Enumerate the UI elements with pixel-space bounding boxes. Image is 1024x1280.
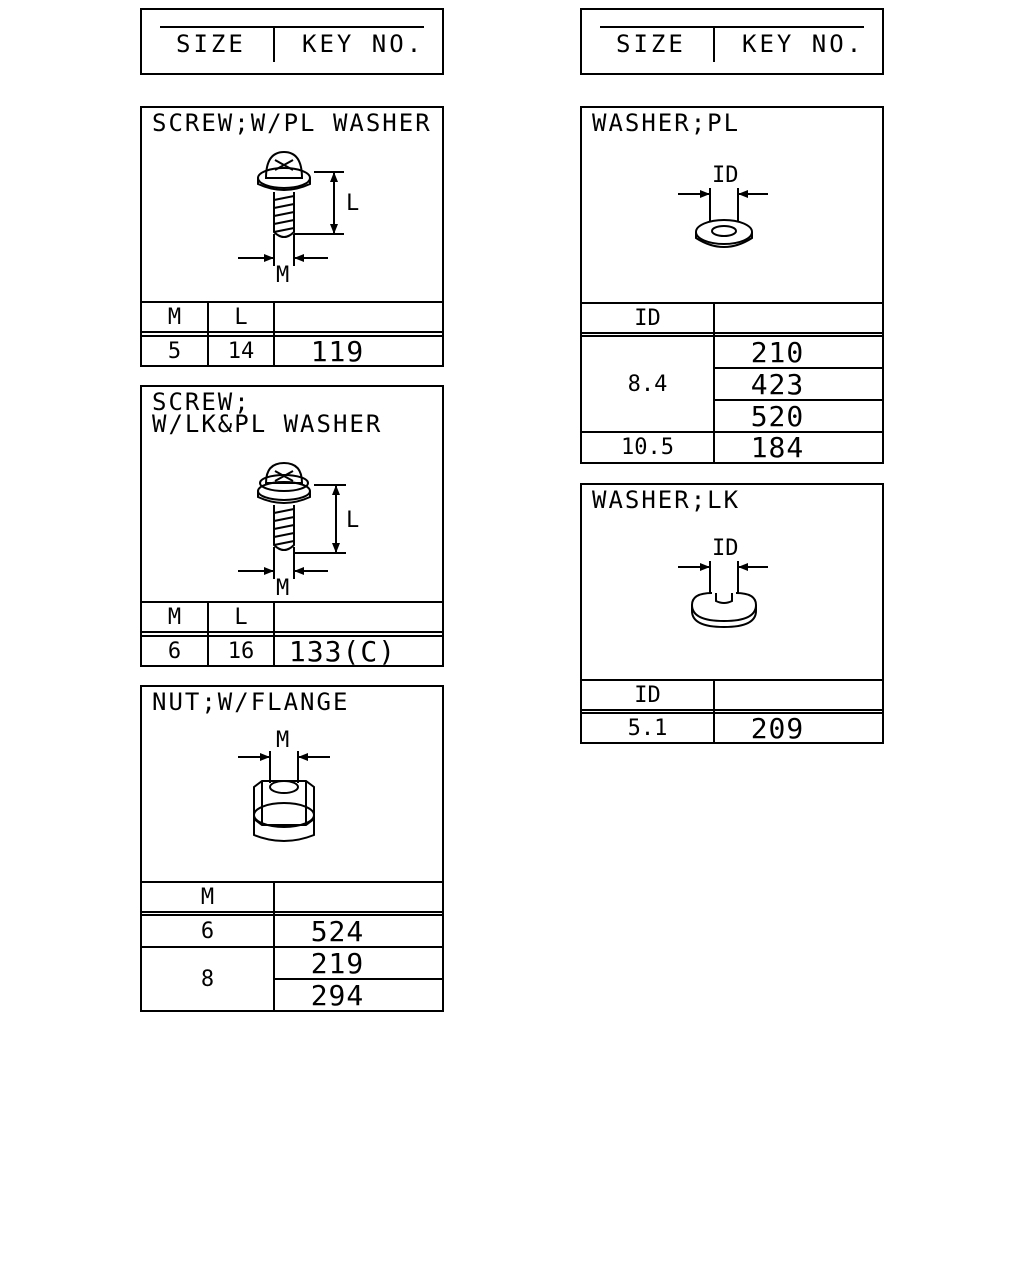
panel-title: SCREW;W/PL WASHER xyxy=(152,109,432,137)
table-header-rule xyxy=(142,631,442,633)
dim-id-label: ID xyxy=(712,536,739,561)
size-label: SIZE xyxy=(616,30,686,58)
header-rule xyxy=(160,26,424,28)
key-no-label: KEY NO. xyxy=(742,30,865,58)
row-rule xyxy=(582,431,882,433)
key-no-value: 133(C) xyxy=(288,634,397,668)
col-divider xyxy=(273,601,275,665)
m-value: 8 xyxy=(200,966,215,992)
panel-title: WASHER;LK xyxy=(592,486,741,514)
m-value: 6 xyxy=(167,638,182,664)
header-rule xyxy=(600,26,864,28)
right-size-key-header: SIZE KEY NO. xyxy=(580,8,884,75)
table-top-rule xyxy=(582,302,882,304)
col-l-header: L xyxy=(234,604,248,630)
id-value: 5.1 xyxy=(627,715,668,741)
key-no-value: 119 xyxy=(310,334,365,368)
key-no-value: 184 xyxy=(750,431,805,464)
table-header-rule xyxy=(142,911,442,913)
screw-pl-washer-panel: SCREW;W/PL WASHER L M M L 5 14 119 xyxy=(140,106,444,368)
nut-flange-panel: NUT;W/FLANGE M M 6 524 8 219 294 xyxy=(140,685,444,1012)
table-header-rule xyxy=(142,331,442,333)
m-value: 6 xyxy=(200,918,215,944)
key-no-label: KEY NO. xyxy=(302,30,425,58)
col-m-header: M xyxy=(167,604,182,630)
dim-m-label: M xyxy=(276,728,289,753)
table-header-rule-2 xyxy=(582,712,882,714)
panel-title: NUT;W/FLANGE xyxy=(152,688,350,716)
key-no-value: 219 xyxy=(310,946,365,980)
header-divider xyxy=(713,28,715,62)
washer-lk-illustration: ID xyxy=(678,536,768,629)
col-divider xyxy=(273,301,275,365)
size-label: SIZE xyxy=(176,30,246,58)
key-no-value: 294 xyxy=(310,978,365,1012)
panel-title: SCREW; W/LK&PL WASHER xyxy=(152,388,383,438)
dim-l-label: L xyxy=(346,191,359,216)
col-divider xyxy=(207,301,209,365)
screw-lk-pl-washer-panel: SCREW; W/LK&PL WASHER L M M L 6 16 133(C… xyxy=(140,385,444,668)
row-rule xyxy=(273,978,442,980)
washer-lk-panel: WASHER;LK ID ID 5.1 209 xyxy=(580,483,884,745)
washer-pl-illustration: ID xyxy=(678,163,768,248)
table-header-rule-2 xyxy=(142,635,442,637)
col-m-header: M xyxy=(200,884,215,910)
table-header-rule xyxy=(582,332,882,334)
l-value: 14 xyxy=(227,338,255,364)
id-value: 10.5 xyxy=(621,435,674,460)
key-no-value: 210 xyxy=(750,335,805,369)
col-id-header: ID xyxy=(634,305,661,331)
table-top-rule xyxy=(142,881,442,883)
table-header-rule-2 xyxy=(142,335,442,337)
col-divider xyxy=(713,679,715,742)
key-no-value: 520 xyxy=(750,399,805,433)
l-value: 16 xyxy=(227,638,255,664)
dim-m-label: M xyxy=(276,576,289,601)
left-size-key-header: SIZE KEY NO. xyxy=(140,8,444,75)
row-rule xyxy=(713,367,882,369)
col-m-header: M xyxy=(167,304,182,330)
dim-l-label: L xyxy=(346,508,359,533)
header-divider xyxy=(273,28,275,62)
washer-pl-panel: WASHER;PL ID ID 8.4 210 423 520 10.5 184 xyxy=(580,106,884,464)
col-divider xyxy=(207,601,209,665)
table-top-rule xyxy=(582,679,882,681)
table-header-rule xyxy=(582,709,882,711)
row-rule xyxy=(713,399,882,401)
row-rule xyxy=(142,946,442,948)
table-top-rule xyxy=(142,601,442,603)
panel-title: WASHER;PL xyxy=(592,109,741,137)
col-id-header: ID xyxy=(634,682,661,708)
screw-lk-pl-washer-illustration: L M xyxy=(238,461,359,601)
col-l-header: L xyxy=(234,304,248,330)
table-top-rule xyxy=(142,301,442,303)
col-divider xyxy=(273,881,275,1010)
table-header-rule-2 xyxy=(582,335,882,337)
key-no-value: 423 xyxy=(750,367,805,401)
col-divider xyxy=(713,302,715,462)
dim-id-label: ID xyxy=(712,163,739,188)
dim-m-label: M xyxy=(276,263,289,288)
key-no-value: 524 xyxy=(310,914,365,948)
table-header-rule-2 xyxy=(142,914,442,916)
id-value: 8.4 xyxy=(627,371,668,397)
screw-pl-washer-illustration: L M xyxy=(238,150,359,288)
key-no-value: 209 xyxy=(750,711,805,745)
nut-flange-illustration: M xyxy=(238,728,330,842)
m-value: 5 xyxy=(167,338,182,364)
